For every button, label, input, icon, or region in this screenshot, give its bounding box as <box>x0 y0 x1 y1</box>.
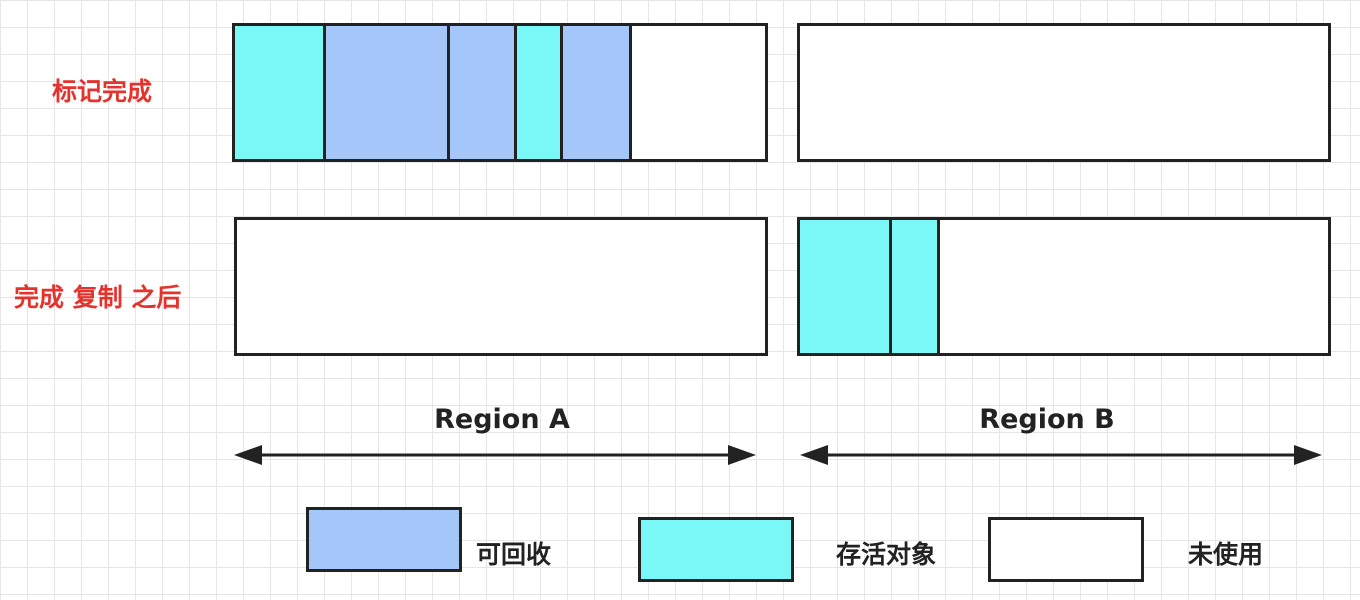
region-a-after-copy <box>234 217 768 356</box>
row-label-after-copy: 完成 复制 之后 <box>14 283 182 312</box>
legend-label-reclaimable: 可回收 <box>476 540 552 569</box>
unused-block <box>632 26 765 159</box>
unused-block <box>237 220 765 353</box>
region-a-title: Region A <box>434 404 570 435</box>
region-b-title: Region B <box>979 404 1115 435</box>
region-b-span-arrow <box>800 445 1322 465</box>
region-a-span-arrow <box>234 445 756 465</box>
unused-block <box>800 26 1328 159</box>
legend-label-unused: 未使用 <box>1188 540 1264 569</box>
region-b-after-copy <box>797 217 1331 356</box>
region-b-mark-complete <box>797 23 1331 162</box>
reclaimable-block <box>326 26 450 159</box>
live-object-block <box>517 26 563 159</box>
reclaimable-block <box>450 26 517 159</box>
live-object-block <box>235 26 326 159</box>
region-a-mark-complete <box>232 23 768 162</box>
row-label-mark-complete: 标记完成 <box>52 77 153 106</box>
legend-swatch-reclaimable <box>306 507 462 572</box>
live-object-block <box>800 220 892 353</box>
live-object-block <box>892 220 940 353</box>
legend-swatch-live <box>638 517 794 582</box>
legend-swatch-unused <box>988 517 1144 582</box>
legend-label-live: 存活对象 <box>836 540 937 569</box>
unused-block <box>940 220 1328 353</box>
reclaimable-block <box>563 26 632 159</box>
